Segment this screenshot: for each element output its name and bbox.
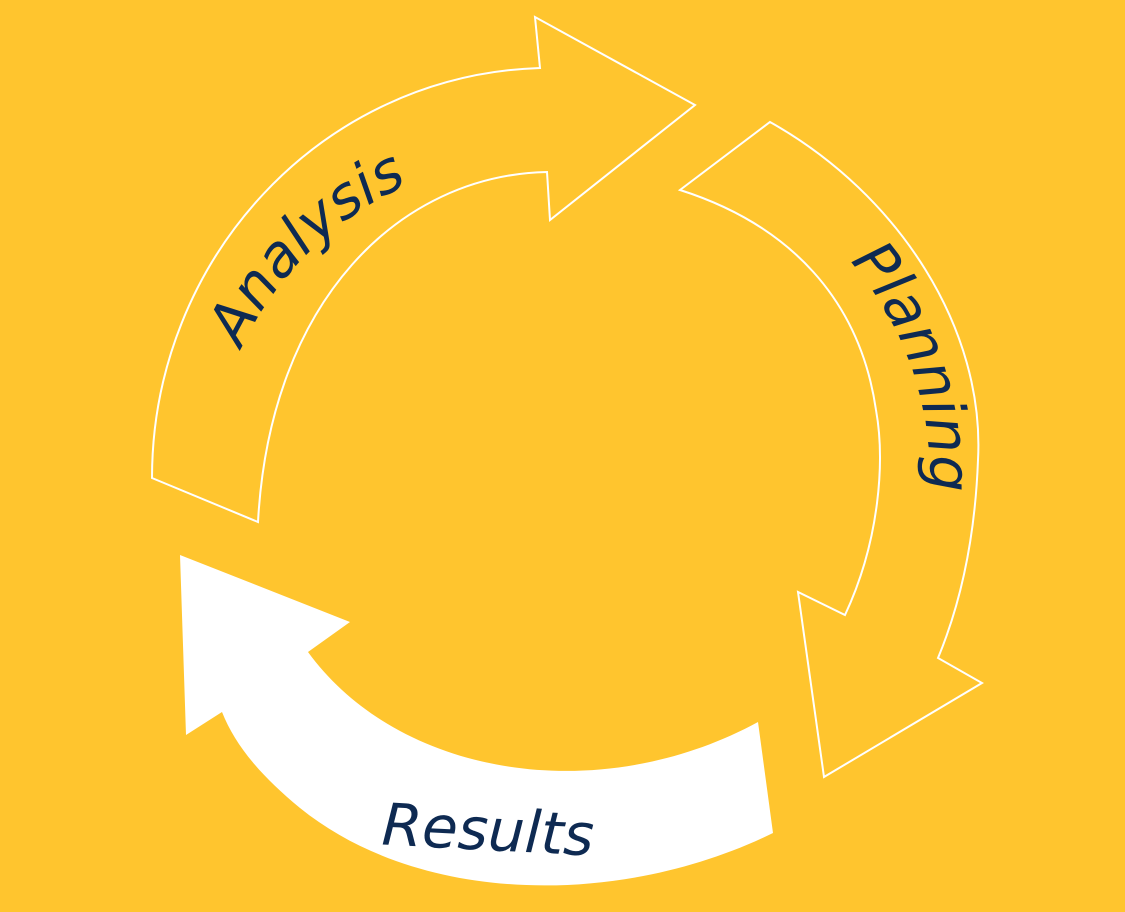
analysis-label-path: Analysis: [192, 136, 415, 359]
planning-label: Planning: [839, 228, 984, 492]
planning-arrow: [677, 120, 984, 779]
results-arrow: [180, 555, 773, 886]
analysis-arrow: [150, 15, 697, 524]
planning-label-path: Planning: [839, 228, 984, 492]
results-label: Results: [380, 790, 595, 869]
analysis-label: Analysis: [192, 136, 415, 359]
